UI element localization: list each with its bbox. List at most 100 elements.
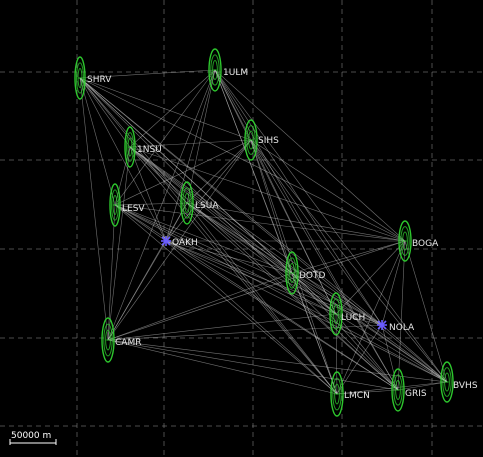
baseline-LESV-BVHS bbox=[114, 204, 448, 383]
baseline-GRIS-BVHS bbox=[397, 381, 448, 391]
baseline-LUCH-CAMR bbox=[107, 313, 337, 341]
baseline-1NSU-LMCN bbox=[129, 146, 338, 395]
baseline-SIHS-BVHS bbox=[250, 139, 448, 383]
baseline-SHRV-NOLA bbox=[79, 77, 383, 326]
baseline-1ULM-LSUA bbox=[186, 69, 216, 204]
baseline-SIHS-BOGA bbox=[250, 139, 406, 242]
baseline-SHRV-OAKH bbox=[79, 77, 167, 242]
baseline-SHRV-CAMR bbox=[79, 77, 109, 341]
baseline-SIHS-LSUA bbox=[186, 139, 252, 204]
baseline-SHRV-1NSU bbox=[79, 77, 131, 148]
station-label-LUCH: LUCH bbox=[341, 313, 365, 323]
station-label-BOGA: BOGA bbox=[412, 239, 439, 249]
reference-marker-OAKH bbox=[161, 236, 171, 246]
baseline-LSUA-LUCH bbox=[186, 202, 337, 315]
baseline-1NSU-CAMR bbox=[107, 146, 131, 341]
baseline-LMCN-GRIS bbox=[336, 389, 399, 395]
baseline-1NSU-NOLA bbox=[129, 146, 383, 326]
baseline-LESV-CAMR bbox=[107, 204, 116, 341]
station-labels: SHRV 1ULM 1NSU SIHS LESV LSUA OAKH BOGA DOTD LUCH… bbox=[87, 68, 478, 401]
baseline-LSUA-GRIS bbox=[186, 202, 399, 391]
baseline-CAMR-BVHS bbox=[107, 339, 448, 383]
baseline-SHRV-SIHS bbox=[79, 77, 252, 141]
baseline-1NSU-SIHS bbox=[129, 139, 252, 148]
station-label-1ULM: 1ULM bbox=[223, 68, 248, 78]
station-label-SIHS: SIHS bbox=[258, 136, 279, 146]
baseline-1ULM-GRIS bbox=[214, 69, 399, 391]
reference-marker-NOLA bbox=[377, 320, 387, 330]
baseline-SHRV-LESV bbox=[79, 77, 116, 206]
baseline-OAKH-DOTD bbox=[165, 240, 293, 274]
error-ellipse-BOGA bbox=[398, 220, 412, 262]
baseline-LSUA-LMCN bbox=[186, 202, 338, 395]
error-ellipse-CAMR bbox=[101, 317, 115, 363]
station-label-SHRV: SHRV bbox=[87, 75, 112, 85]
baseline-1ULM-NOLA bbox=[214, 69, 383, 326]
station-label-LSUA: LSUA bbox=[195, 201, 219, 211]
station-label-CAMR: CAMR bbox=[115, 338, 141, 348]
station-label-OAKH: OAKH bbox=[172, 238, 198, 248]
baseline-DOTD-LMCN bbox=[291, 272, 338, 395]
error-ellipse-BVHS bbox=[440, 361, 454, 403]
baseline-1ULM-LESV bbox=[114, 69, 216, 206]
baseline-BOGA-LMCN bbox=[336, 240, 406, 395]
station-label-DOTD: DOTD bbox=[299, 271, 326, 281]
baseline-LESV-OAKH bbox=[114, 204, 167, 242]
baseline-NOLA-CAMR bbox=[107, 324, 383, 341]
baseline-SHRV-1ULM bbox=[79, 69, 216, 79]
baseline-DOTD-CAMR bbox=[107, 272, 293, 341]
baseline-1NSU-LSUA bbox=[129, 146, 188, 204]
baseline-LSUA-BOGA bbox=[186, 202, 406, 242]
baseline-LESV-GRIS bbox=[114, 204, 399, 391]
baseline-1ULM-1NSU bbox=[129, 69, 216, 148]
error-ellipse-LSUA bbox=[180, 181, 194, 225]
baseline-BOGA-GRIS bbox=[397, 240, 406, 391]
station-label-NOLA: NOLA bbox=[389, 323, 415, 333]
baseline-OAKH-LUCH bbox=[165, 240, 337, 315]
baseline-LESV-LMCN bbox=[114, 204, 338, 395]
baseline-DOTD-GRIS bbox=[291, 272, 399, 391]
baseline-SIHS-NOLA bbox=[250, 139, 383, 326]
baseline-LESV-BOGA bbox=[114, 204, 406, 242]
baseline-LSUA-NOLA bbox=[186, 202, 383, 326]
error-ellipse-GRIS bbox=[391, 368, 405, 412]
baseline-SIHS-CAMR bbox=[107, 139, 252, 341]
station-label-1NSU: 1NSU bbox=[137, 145, 162, 155]
error-ellipse-SHRV bbox=[74, 56, 86, 100]
station-label-BVHS: BVHS bbox=[453, 381, 478, 391]
station-label-GRIS: GRIS bbox=[405, 389, 427, 399]
scale-bar: 50000 m bbox=[9, 431, 57, 445]
baseline-OAKH-CAMR bbox=[107, 240, 167, 341]
baseline-BOGA-CAMR bbox=[107, 240, 406, 341]
baseline-SIHS-LESV bbox=[114, 139, 252, 206]
station-label-LMCN: LMCN bbox=[344, 391, 370, 401]
baseline-1NSU-GRIS bbox=[129, 146, 399, 391]
baseline-BOGA-BVHS bbox=[404, 240, 448, 383]
baseline-LSUA-BVHS bbox=[186, 202, 448, 383]
baseline-LSUA-DOTD bbox=[186, 202, 293, 274]
baseline-DOTD-LUCH bbox=[291, 272, 337, 315]
baseline-1ULM-CAMR bbox=[107, 69, 216, 341]
error-ellipse-1NSU bbox=[124, 126, 136, 168]
baseline-NOLA-BVHS bbox=[381, 324, 448, 383]
error-ellipses bbox=[74, 48, 454, 417]
baseline-BOGA-DOTD bbox=[291, 240, 406, 274]
baseline-SIHS-OAKH bbox=[165, 139, 252, 242]
station-label-LESV: LESV bbox=[122, 204, 145, 214]
error-ellipse-SIHS bbox=[244, 119, 258, 161]
baseline-SIHS-GRIS bbox=[250, 139, 399, 391]
error-ellipse-LESV bbox=[109, 183, 121, 227]
error-ellipse-1ULM bbox=[208, 48, 222, 92]
baseline-OAKH-GRIS bbox=[165, 240, 399, 391]
baseline-SIHS-DOTD bbox=[250, 139, 293, 274]
baseline-LESV-LSUA bbox=[114, 202, 188, 206]
baseline-LESV-DOTD bbox=[114, 204, 293, 274]
baseline-OAKH-LMCN bbox=[165, 240, 338, 395]
baseline-1NSU-LUCH bbox=[129, 146, 337, 315]
baseline-SHRV-BOGA bbox=[79, 77, 406, 242]
baseline-BOGA-LUCH bbox=[335, 240, 406, 315]
baseline-NOLA-LMCN bbox=[336, 324, 383, 395]
baseline-SHRV-BVHS bbox=[79, 77, 448, 383]
baseline-CAMR-GRIS bbox=[107, 339, 399, 391]
